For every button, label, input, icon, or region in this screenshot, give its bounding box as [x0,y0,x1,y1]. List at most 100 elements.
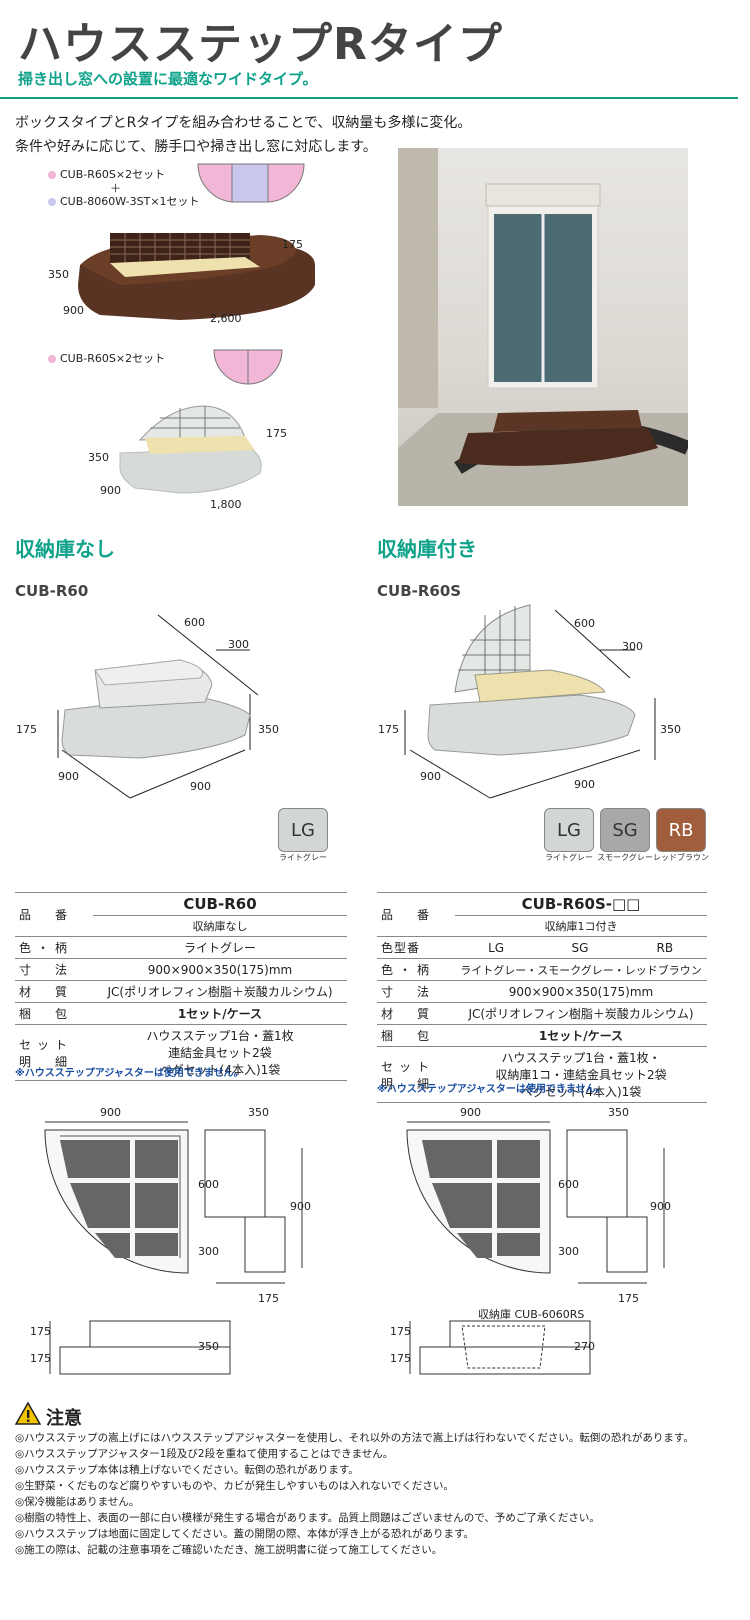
left-plan-h2: 900 [290,1200,311,1213]
combo1-plan-icon [197,163,305,203]
left-plan-h3: 300 [198,1245,219,1258]
left-model-name: CUB-R60 [15,582,89,600]
combo1-illustration [78,233,315,320]
right-plan-w2: 350 [608,1106,629,1119]
left-warning: ※ハウスステップアジャスターは使用できません。 [15,1068,244,1079]
spec-color-code: LG [455,936,538,959]
combo2-dim-width: 900 [100,484,121,497]
spec-row-value: ライトグレー [93,936,347,959]
right-dim-350: 350 [660,723,681,736]
spec-row-value: JC(ポリオレフィン樹脂＋炭酸カルシウム) [93,980,347,1003]
left-section-b: 175 [30,1352,51,1365]
right-product-illustration [404,604,656,799]
spec-hinban: CUB-R60 [93,892,347,916]
spec-row-label: 梱 包 [377,1024,455,1047]
combo1-item2: CUB-8060W-3ST×1セット [48,193,200,209]
right-dim-175: 175 [378,723,399,736]
spec-hinban-sub: 収納庫なし [93,915,347,937]
left-plan-h1: 600 [198,1178,219,1191]
left-dim-600: 600 [184,616,205,629]
spec-row-value: 1セット/ケース [455,1024,707,1047]
right-warning: ※ハウスステップアジャスターは使用できません。 [377,1084,606,1095]
spec-hinban-sub: 収納庫1コ付き [455,915,707,937]
caution-item: ◎ハウスステップアジャスター1段及び2段を重ねて使用することはできません。 [15,1448,394,1460]
right-spec-table: 品 番 CUB-R60S-□□ 収納庫1コ付き 色型番 LG SG RB 色・柄… [377,892,707,1103]
combo1-plus: ＋ [110,182,121,195]
combo1-dim-depth: 350 [48,268,69,281]
right-dim-300: 300 [622,640,643,653]
right-plan-h1: 600 [558,1178,579,1191]
left-section-a: 175 [30,1325,51,1338]
caution-item: ◎ハウスステップ本体は積上げないでください。転倒の恐れがあります。 [15,1464,359,1476]
spec-set-lines: ハウスステップ1台・蓋1枚連結金具セット2袋ペグセット(4本入)1袋 [93,1024,347,1081]
spec-row-value: 900×900×350(175)mm [455,980,707,1003]
left-dim-175: 175 [16,723,37,736]
caution-title: 注意 [46,1408,82,1429]
header-divider [0,97,738,99]
combo2-item1: CUB-R60S×2セット [48,350,165,366]
right-dim-900b: 900 [574,778,595,791]
page-title: ハウスステップRタイプ [18,19,503,70]
right-model-name: CUB-R60S [377,582,462,600]
right-section-b: 175 [390,1352,411,1365]
swatch-sg-label: スモークグレー [597,853,653,862]
spec-row-value: 900×900×350(175)mm [93,958,347,981]
caution-item: ◎ハウスステップの嵩上げにはハウスステップアジャスターを使用し、それ以外の方法で… [15,1432,694,1444]
spec-row-label: 材 質 [377,1002,455,1025]
left-plan-h4: 175 [258,1292,279,1305]
spec-set-label: セット明 細 [377,1046,455,1103]
spec-row-label: 色・柄 [377,958,455,981]
spec-row-label: 色・柄 [15,936,93,959]
combo2-dim-length: 1,800 [210,498,242,511]
swatch-lg-label: ライトグレー [545,853,593,862]
spec-color-code: RB [622,936,707,959]
caution-item: ◎樹脂の特性上、表面の一部に白い模様が発生する場合があります。品質上問題はござい… [15,1512,600,1524]
swatch-lg-label: ライトグレー [279,853,327,862]
left-section-heading: 収納庫なし [15,537,115,561]
right-section-c: 270 [574,1340,595,1353]
left-dim-300: 300 [228,638,249,651]
spec-row-label: 寸 法 [15,958,93,981]
spec-color-code: SG [537,936,623,959]
combo2-illustration [119,405,262,494]
swatch-lg: LG [278,808,328,852]
intro-line-2: 条件や好みに応じて、勝手口や掃き出し窓に対応します。 [15,139,377,155]
swatch-rb-label: レッドブラウン [653,853,709,862]
right-color-rb: RB レッドブラウン [653,808,711,863]
left-plan-w2: 350 [248,1106,269,1119]
spec-row-label: 梱 包 [15,1002,93,1025]
caution-item: ◎施工の際は、記載の注意事項をご確認いただき、施工説明書に従って施工してください… [15,1544,443,1556]
swatch-lg: LG [544,808,594,852]
warning-icon [15,1402,41,1425]
page-subtitle: 掃き出し窓への設置に最適なワイドタイプ。 [18,70,318,88]
combo1-dim-width: 900 [63,304,84,317]
spec-hinban-label: 品 番 [377,892,455,937]
left-product-illustration [57,614,259,799]
right-color-lg: LG ライトグレー [544,808,599,863]
combo2-dim-h: 175 [266,427,287,440]
caution-list: ◎ハウスステップの嵩上げにはハウスステップアジャスターを使用し、それ以外の方法で… [15,1430,694,1558]
right-plan-h4: 175 [618,1292,639,1305]
combo2-dim-depth: 350 [88,451,109,464]
right-section-drawing [409,1320,591,1375]
right-section-label: 収納庫 CUB-6060RS [478,1308,585,1321]
right-color-sg: SG スモークグレー [597,808,655,863]
right-plan-drawing [406,1121,665,1284]
spec-set-lines: ハウスステップ1台・蓋1枚・収納庫1コ・連結金具セット2袋ペグセット(4本入)1… [455,1046,707,1103]
left-section-c: 350 [198,1340,219,1353]
combo2-plan-icon [213,349,283,385]
intro-line-1: ボックスタイプとRタイプを組み合わせることで、収納量も多様に変化。 [15,115,472,131]
left-dim-350: 350 [258,723,279,736]
right-dim-600: 600 [574,617,595,630]
spec-set-label: セット明 細 [15,1024,93,1081]
left-dim-900a: 900 [58,770,79,783]
caution-item: ◎生野菜・くだものなど腐りやすいものや、カビが発生しやすいものは入れないでくださ… [15,1480,454,1492]
right-plan-h2: 900 [650,1200,671,1213]
installation-photo [398,148,688,506]
combo1-dim-length: 2,600 [210,312,242,325]
caution-item: ◎ハウスステップは地面に固定してください。蓋の開閉の際、本体が浮き上がる恐れがあ… [15,1528,474,1540]
spec-row-label: 寸 法 [377,980,455,1003]
right-plan-h3: 300 [558,1245,579,1258]
left-section-drawing [49,1320,231,1375]
